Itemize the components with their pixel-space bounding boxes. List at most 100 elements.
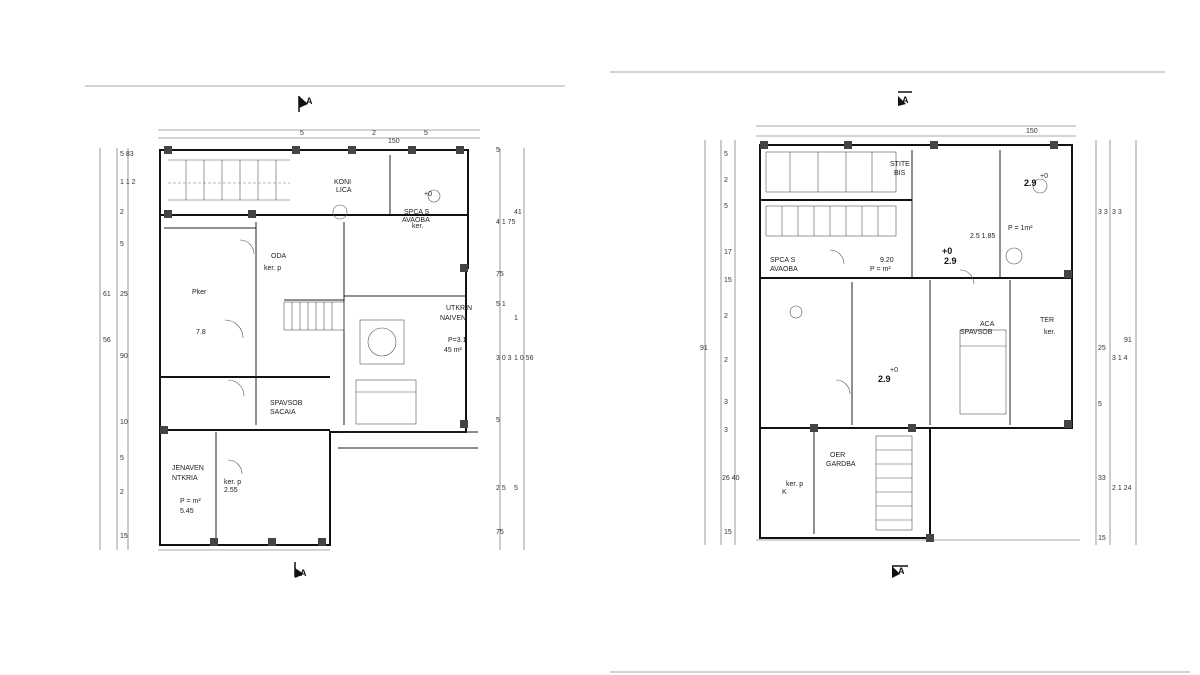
svg-text:2.9: 2.9 <box>944 256 957 266</box>
svg-text:15: 15 <box>120 533 128 540</box>
bath-fixtures <box>224 189 441 475</box>
svg-text:LICA: LICA <box>336 187 352 194</box>
bed-outline <box>355 379 417 425</box>
svg-text:AVAOBA: AVAOBA <box>402 217 430 224</box>
svg-text:91: 91 <box>1124 337 1132 344</box>
svg-text:ker.: ker. <box>412 223 423 230</box>
dims-top-left: 5 2 5 150 <box>300 130 428 145</box>
svg-text:9.20: 9.20 <box>880 257 894 264</box>
section-mark-label: A <box>300 568 307 578</box>
left-floor-plan: A A <box>99 96 534 578</box>
svg-text:25: 25 <box>120 291 128 298</box>
table-outline <box>359 319 405 365</box>
svg-text:ker. p: ker. p <box>264 265 281 272</box>
svg-text:K: K <box>782 489 787 496</box>
svg-text:1: 1 <box>514 315 518 322</box>
svg-text:GARDBA: GARDBA <box>826 461 856 468</box>
room-label-entry: JENAVEN NTKRIA <box>172 465 204 482</box>
svg-text:+0: +0 <box>424 191 432 198</box>
svg-text:KONI: KONI <box>334 179 351 186</box>
svg-text:150: 150 <box>388 138 400 145</box>
room-label-bath-top-area: +0 ker. <box>412 191 432 230</box>
svg-text:2.9: 2.9 <box>1024 178 1037 188</box>
svg-text:2.9: 2.9 <box>878 374 891 384</box>
room-label-bath-left: SPCA S AVAOBA <box>770 257 798 273</box>
room-label-hall-right: +0 2.9 <box>942 246 957 266</box>
svg-text:ker. p: ker. p <box>786 481 803 488</box>
svg-text:SPAVSOB: SPAVSOB <box>960 329 993 336</box>
dims-top-right: 150 <box>1026 128 1038 135</box>
svg-text:NAIVEN: NAIVEN <box>440 315 466 322</box>
stair-right <box>875 435 913 531</box>
section-mark-label: A <box>306 96 313 106</box>
svg-text:5: 5 <box>120 241 124 248</box>
svg-text:5: 5 <box>1098 401 1102 408</box>
svg-text:BIS: BIS <box>894 170 906 177</box>
room-label-bath-top: SPCA S AVAOBA <box>402 209 430 224</box>
dims-right-left: 5 41 4 1 75 75 5 1 1 3 0 3 1 0 56 5 2 5 … <box>496 147 534 536</box>
svg-text:5 83: 5 83 <box>120 151 134 158</box>
svg-text:2: 2 <box>120 489 124 496</box>
svg-text:+0: +0 <box>1040 173 1048 180</box>
room-label-wardrobe-area: ker. p K <box>782 481 803 496</box>
svg-text:SPCA S: SPCA S <box>404 209 430 216</box>
svg-text:26 40: 26 40 <box>722 475 740 482</box>
svg-text:1 1 2: 1 1 2 <box>120 179 136 186</box>
svg-text:TER: TER <box>1040 317 1054 324</box>
svg-text:5: 5 <box>724 203 728 210</box>
section-mark-bottom-left: A <box>294 562 307 578</box>
room-label-kitchen: UTKRIN NAIVEN <box>440 305 472 322</box>
kitchen-counter <box>283 301 345 331</box>
room-label-storage: STITE BIS <box>890 161 910 177</box>
svg-text:SPCA S: SPCA S <box>770 257 796 264</box>
svg-text:ker. p: ker. p <box>224 479 241 486</box>
svg-text:Pker: Pker <box>192 289 207 296</box>
svg-text:56: 56 <box>103 337 111 344</box>
svg-text:P = 1m²: P = 1m² <box>1008 225 1033 232</box>
svg-text:75: 75 <box>496 529 504 536</box>
svg-text:ACA: ACA <box>980 321 995 328</box>
svg-text:2: 2 <box>724 177 728 184</box>
svg-text:P = m²: P = m² <box>870 266 891 273</box>
room-label-bath-right-area: P = 1m² 2.5 1.85 <box>970 225 1033 240</box>
section-mark-bottom-right: A <box>892 565 908 578</box>
dims-left-left: 5 83 1 1 2 2 5 25 90 10 5 2 15 61 56 <box>103 151 136 540</box>
svg-text:2: 2 <box>724 313 728 320</box>
svg-text:3 0 3: 3 0 3 <box>496 355 512 362</box>
room-label-kitchen-area: P=3.1 45 m² <box>444 337 467 354</box>
balcony-railing <box>168 159 290 201</box>
bed-right <box>959 329 1007 415</box>
svg-text:5: 5 <box>724 151 728 158</box>
svg-text:3 3: 3 3 <box>1112 209 1122 216</box>
svg-text:25: 25 <box>1098 345 1106 352</box>
svg-text:5: 5 <box>496 417 500 424</box>
svg-text:3: 3 <box>724 399 728 406</box>
wall-hatch-blocks-right <box>760 141 1072 542</box>
section-mark-top-right: A <box>898 91 912 106</box>
section-mark-label: A <box>902 95 909 105</box>
svg-text:3: 3 <box>724 427 728 434</box>
section-mark-label: A <box>898 566 905 576</box>
wall-hatch-blocks <box>160 146 468 546</box>
svg-text:2.5 1.85: 2.5 1.85 <box>970 233 995 240</box>
svg-text:5: 5 <box>496 147 500 154</box>
dims-right-right: 3 3 3 3 91 25 3 1 4 5 33 2 1 24 15 <box>1098 209 1132 542</box>
room-label-bedroom-right: ACA SPAVSOB <box>960 321 995 336</box>
svg-text:75: 75 <box>496 271 504 278</box>
room-label-bath-left-area: 9.20 P = m² <box>870 257 894 273</box>
svg-text:2 5: 2 5 <box>496 485 506 492</box>
svg-text:45 m²: 45 m² <box>444 347 463 354</box>
room-label-balcony: KONI LICA <box>334 179 352 194</box>
svg-text:41: 41 <box>514 209 522 216</box>
svg-text:2: 2 <box>120 209 124 216</box>
fixtures-right <box>789 178 1048 395</box>
svg-text:2.55: 2.55 <box>224 487 238 494</box>
room-label-living: ODA ker. p <box>264 253 287 272</box>
room-label-wardrobe: OER GARDBA <box>826 452 856 468</box>
svg-text:3 1 4: 3 1 4 <box>1112 355 1128 362</box>
svg-text:JENAVEN: JENAVEN <box>172 465 204 472</box>
svg-text:2: 2 <box>724 357 728 364</box>
wardrobe-rows <box>765 205 897 237</box>
svg-text:91: 91 <box>700 345 708 352</box>
room-label-bath-right: 2.9 +0 <box>1024 173 1048 188</box>
